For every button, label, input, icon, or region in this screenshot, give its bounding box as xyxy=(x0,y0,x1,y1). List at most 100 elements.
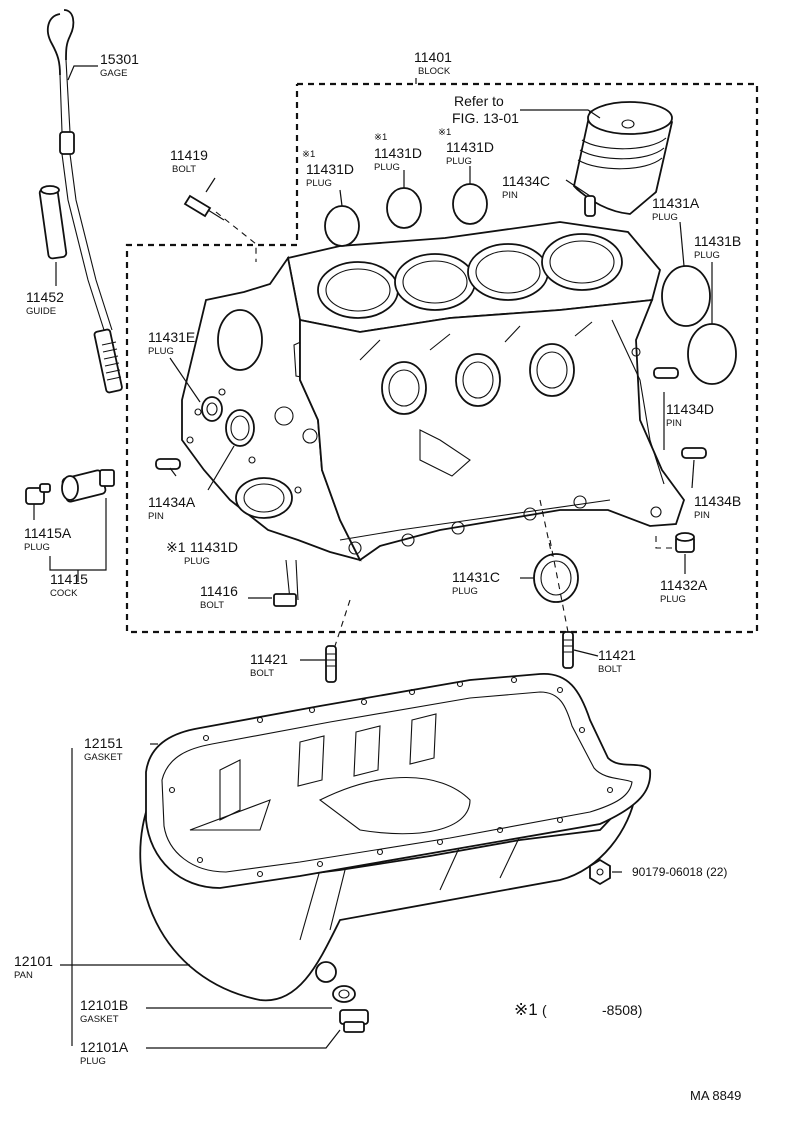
svg-text:PLUG: PLUG xyxy=(452,586,478,597)
svg-text:11431D: 11431D xyxy=(190,539,238,555)
callout-11431E: 11431E PLUG xyxy=(148,329,195,357)
plug-11431D-b[interactable] xyxy=(386,187,422,229)
pin-11434B[interactable] xyxy=(681,447,707,459)
callout-11431D-a: ※1 11431D PLUG xyxy=(302,149,354,189)
svg-text:BOLT: BOLT xyxy=(200,600,224,611)
svg-text:11421: 11421 xyxy=(598,647,636,663)
svg-text:Refer to: Refer to xyxy=(454,93,504,109)
svg-text:11434D: 11434D xyxy=(666,401,714,417)
callout-11421-left: 11421 BOLT xyxy=(250,651,288,679)
nut-90179[interactable] xyxy=(589,858,611,886)
bolt-11419[interactable] xyxy=(183,194,225,221)
callout-15301: 15301 GAGE xyxy=(100,51,139,79)
plug-11431D-c[interactable] xyxy=(452,183,488,225)
svg-text:(: ( xyxy=(542,1002,547,1018)
svg-text:GAGE: GAGE xyxy=(100,68,127,79)
svg-text:GASKET: GASKET xyxy=(84,752,123,763)
drain-gasket-12101B[interactable] xyxy=(332,985,356,1003)
callout-11434C: 11434C PIN xyxy=(502,173,550,201)
callout-11431D-front: ※1 11431D PLUG xyxy=(166,539,238,567)
callout-11419: 11419 BOLT xyxy=(170,147,208,175)
callout-11431D-b: ※1 11431D PLUG xyxy=(374,132,422,173)
pin-11434D[interactable] xyxy=(653,367,679,379)
svg-text:11431D: 11431D xyxy=(306,161,354,177)
svg-text:PLUG: PLUG xyxy=(652,212,678,223)
plug-11432A[interactable] xyxy=(675,532,695,553)
svg-text:※1: ※1 xyxy=(166,539,186,555)
figure-code: MA 8849 xyxy=(690,1088,741,1103)
svg-text:11434B: 11434B xyxy=(694,493,741,509)
svg-text:11432A: 11432A xyxy=(660,577,708,593)
svg-text:11401: 11401 xyxy=(414,49,452,65)
callout-12101B: 12101B GASKET xyxy=(80,997,128,1025)
svg-text:※1: ※1 xyxy=(514,1000,538,1019)
svg-text:11431B: 11431B xyxy=(694,233,741,249)
pin-11434C[interactable] xyxy=(584,195,596,217)
svg-text:15301: 15301 xyxy=(100,51,139,67)
callout-11416: 11416 BOLT xyxy=(200,583,238,611)
callout-11401: 11401 BLOCK xyxy=(414,49,452,77)
leader-lines xyxy=(33,65,713,1049)
callout-11434D: 11434D PIN xyxy=(666,401,714,429)
svg-text:12101B: 12101B xyxy=(80,997,128,1013)
callout-refer-to: Refer to FIG. 13-01 xyxy=(452,93,519,126)
svg-text:11419: 11419 xyxy=(170,147,208,163)
svg-text:PLUG: PLUG xyxy=(306,178,332,189)
plug-11431A[interactable] xyxy=(661,265,711,327)
svg-text:PLUG: PLUG xyxy=(24,542,50,553)
callout-11434B: 11434B PIN xyxy=(694,493,741,521)
callout-11415A: 11415A PLUG xyxy=(24,525,72,553)
svg-text:11431A: 11431A xyxy=(652,195,700,211)
plug-11431D-a[interactable] xyxy=(324,205,360,247)
svg-text:GUIDE: GUIDE xyxy=(26,306,56,317)
callout-12151: 12151 GASKET xyxy=(84,735,123,763)
svg-text:11421: 11421 xyxy=(250,651,288,667)
dipstick-guide[interactable] xyxy=(38,185,68,260)
callout-11452: 11452 GUIDE xyxy=(26,289,64,317)
svg-text:GASKET: GASKET xyxy=(80,1014,119,1025)
svg-text:PIN: PIN xyxy=(694,510,710,521)
callout-11415: 11415 COCK xyxy=(50,571,88,599)
piston[interactable] xyxy=(573,101,673,215)
svg-text:11415A: 11415A xyxy=(24,525,72,541)
svg-text:BOLT: BOLT xyxy=(172,164,196,175)
plug-11431C[interactable] xyxy=(533,553,579,603)
plug-11431B[interactable] xyxy=(687,323,737,385)
plug-11431D-front[interactable] xyxy=(225,409,255,447)
stud-11421-left[interactable] xyxy=(325,645,337,683)
svg-text:PIN: PIN xyxy=(148,511,164,522)
drain-plug-12101A[interactable] xyxy=(339,1009,369,1033)
cylinder-block[interactable] xyxy=(181,221,686,562)
pin-11434A[interactable] xyxy=(155,458,181,470)
callout-11431A: 11431A PLUG xyxy=(652,195,700,223)
callout-11431D-c: ※1 11431D PLUG xyxy=(438,127,494,167)
svg-text:PIN: PIN xyxy=(666,418,682,429)
callout-11434A: 11434A PIN xyxy=(148,494,196,522)
drain-plug-11415A[interactable] xyxy=(25,483,51,505)
svg-text:BOLT: BOLT xyxy=(598,664,622,675)
drain-cock-11415[interactable] xyxy=(61,469,115,503)
callout-12101: 12101 PAN xyxy=(14,953,53,981)
oil-pan-gasket[interactable] xyxy=(145,673,652,889)
svg-text:BLOCK: BLOCK xyxy=(418,66,451,77)
svg-text:※1: ※1 xyxy=(302,149,315,160)
svg-text:90179-06018 (22): 90179-06018 (22) xyxy=(632,865,727,879)
bolt-11416[interactable] xyxy=(273,559,299,607)
svg-text:BOLT: BOLT xyxy=(250,668,274,679)
svg-text:PAN: PAN xyxy=(14,970,33,981)
block-boundary xyxy=(125,82,759,634)
svg-text:12101A: 12101A xyxy=(80,1039,129,1055)
svg-text:COCK: COCK xyxy=(50,588,78,599)
svg-text:PLUG: PLUG xyxy=(694,250,720,261)
svg-text:PLUG: PLUG xyxy=(374,162,400,173)
stud-11421-right[interactable] xyxy=(562,631,574,669)
svg-text:11452: 11452 xyxy=(26,289,64,305)
oil-level-gage[interactable] xyxy=(46,9,123,394)
svg-text:11415: 11415 xyxy=(50,571,88,587)
plug-11431E[interactable] xyxy=(201,396,223,422)
svg-text:FIG. 13-01: FIG. 13-01 xyxy=(452,110,519,126)
svg-text:※1: ※1 xyxy=(438,127,451,138)
svg-text:※1: ※1 xyxy=(374,132,387,143)
